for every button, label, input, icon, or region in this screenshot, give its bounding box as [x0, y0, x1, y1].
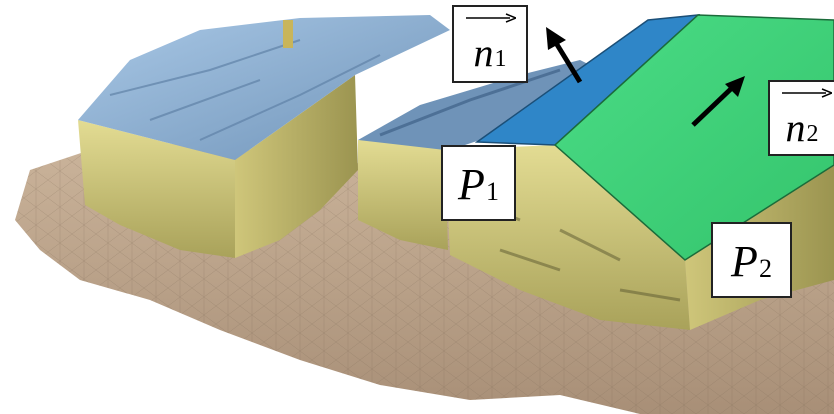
- normal-label-n1-subscript: 1: [494, 46, 507, 72]
- vector-arrow-icon: [466, 13, 516, 23]
- plane-label-p1: P 1: [441, 145, 516, 221]
- left-building-side-wall: [235, 75, 358, 258]
- left-building-wall: [78, 120, 235, 258]
- left-building-roof: [78, 15, 450, 160]
- normal-label-n2-letter: n: [785, 105, 806, 150]
- plane-label-p1-letter: P: [458, 160, 485, 209]
- normal-label-n1: n 1: [452, 5, 528, 83]
- plane-label-p2-letter: P: [731, 237, 758, 286]
- plane-label-p1-subscript: 1: [485, 177, 499, 206]
- vector-arrow-icon: [782, 88, 832, 98]
- normal-label-n1-letter: n: [473, 30, 494, 75]
- normal-label-n2: n 2: [768, 80, 834, 156]
- plane-label-p2: P 2: [711, 222, 792, 298]
- plane-label-p2-subscript: 2: [758, 254, 772, 283]
- middle-building-roof: [358, 60, 600, 150]
- normal-label-n2-subscript: 2: [806, 121, 819, 147]
- middle-building-wall: [358, 140, 448, 250]
- normal-arrow-n2: [691, 76, 745, 127]
- plane-p2-roof: [553, 14, 834, 261]
- normal-arrow-n1: [546, 27, 583, 84]
